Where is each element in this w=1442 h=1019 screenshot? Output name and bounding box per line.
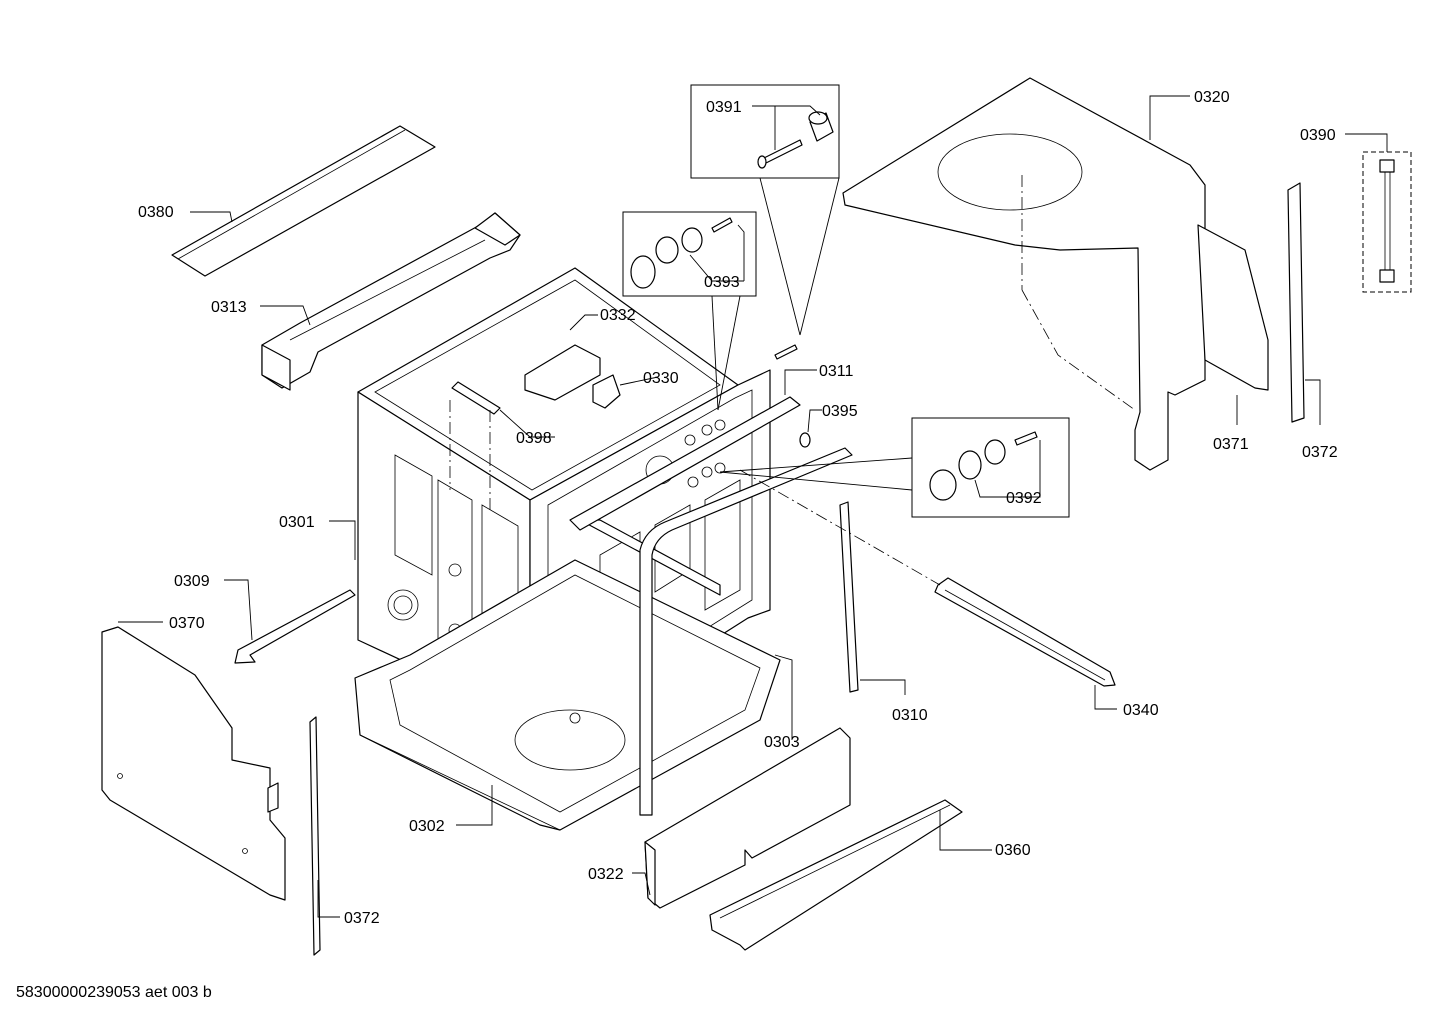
label-0393: 0393 [704, 274, 740, 291]
part-0303-seal [639, 447, 853, 816]
label-0303: 0303 [764, 734, 800, 751]
label-0360: 0360 [995, 842, 1031, 859]
part-number-labels: 0380 0313 0332 0330 0398 0301 0309 0370 … [138, 89, 1338, 927]
label-0310: 0310 [892, 707, 928, 724]
inset-0392 [719, 417, 1070, 518]
part-0372-strip-right [1287, 182, 1305, 423]
label-0371: 0371 [1213, 436, 1249, 453]
label-0330: 0330 [643, 370, 679, 387]
label-0320: 0320 [1194, 89, 1230, 106]
part-0311-rail [569, 396, 801, 531]
part-0302-base [354, 559, 781, 831]
part-0309-brace [234, 589, 356, 664]
part-0310-seal [839, 501, 859, 693]
label-0309: 0309 [174, 573, 210, 590]
label-0398: 0398 [516, 430, 552, 447]
inset-0393 [622, 211, 757, 411]
part-0322-plinth [644, 727, 851, 909]
label-0391: 0391 [706, 99, 742, 116]
part-0370-side-panel [101, 626, 286, 901]
label-0301: 0301 [279, 514, 315, 531]
label-0313: 0313 [211, 299, 247, 316]
label-0380: 0380 [138, 204, 174, 221]
part-0340-rail [934, 577, 1116, 687]
part-0380-top-strip [171, 125, 436, 277]
dash-dot-assembly-lines [449, 400, 941, 586]
label-0372-left: 0372 [344, 910, 380, 927]
label-0340: 0340 [1123, 702, 1159, 719]
label-0311: 0311 [819, 363, 854, 380]
label-0332: 0332 [600, 307, 636, 324]
part-0372-strip-left [309, 716, 321, 956]
label-0372-right: 0372 [1302, 444, 1338, 461]
label-0390: 0390 [1300, 127, 1336, 144]
label-0370: 0370 [169, 615, 205, 632]
label-0302: 0302 [409, 818, 445, 835]
inset-0391 [690, 84, 840, 336]
part-0360-kickplate [709, 799, 963, 951]
part-0395-washer [799, 432, 811, 448]
part-0391-screw-installed [774, 344, 798, 360]
part-0313-traverse [261, 212, 521, 391]
document-id: 58300000239053 aet 003 b [16, 984, 212, 1001]
label-0395: 0395 [822, 403, 858, 420]
part-0320-top-cover [842, 77, 1269, 471]
label-0392: 0392 [1006, 490, 1042, 507]
leader-lines [118, 95, 1388, 918]
part-0390-cable [1362, 151, 1412, 293]
label-0322: 0322 [588, 866, 624, 883]
